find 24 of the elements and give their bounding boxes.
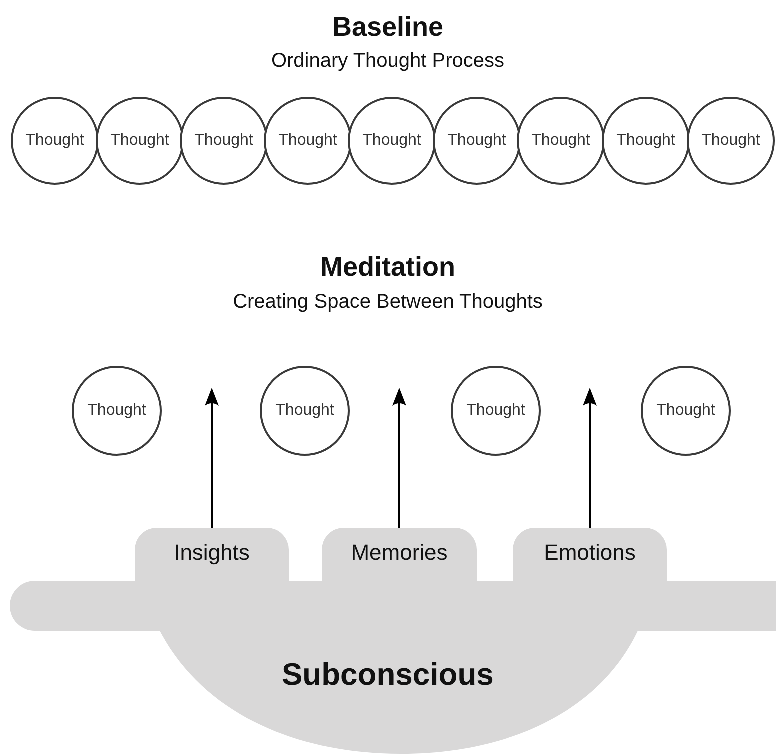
thought-label: Thought	[616, 132, 676, 150]
tab-label: Memories	[351, 540, 448, 566]
thought-label: Thought	[362, 132, 422, 150]
thought-label: Thought	[110, 132, 170, 150]
thought-label: Thought	[448, 132, 506, 150]
thought-label: Thought	[88, 402, 146, 420]
thought-label: Thought	[26, 132, 84, 150]
thought-label: Thought	[656, 402, 716, 420]
tab-shape	[513, 528, 667, 584]
thought-label: Thought	[276, 402, 334, 420]
subheading: Creating Space Between Thoughts	[233, 291, 543, 313]
thought-label: Thought	[466, 402, 526, 420]
tab-shape	[135, 528, 289, 584]
thought-label: Thought	[194, 132, 254, 150]
tab-shape	[322, 528, 477, 584]
heading: Meditation	[320, 252, 456, 282]
thought-label: Thought	[702, 132, 760, 150]
tab-label: Emotions	[544, 540, 636, 566]
tab-label: Insights	[174, 540, 250, 566]
thought-label: Thought	[532, 132, 590, 150]
thought-label: Thought	[278, 132, 338, 150]
subconscious-label: Subconscious	[282, 657, 494, 693]
subheading: Ordinary Thought Process	[271, 50, 505, 72]
heading: Baseline	[332, 12, 444, 42]
